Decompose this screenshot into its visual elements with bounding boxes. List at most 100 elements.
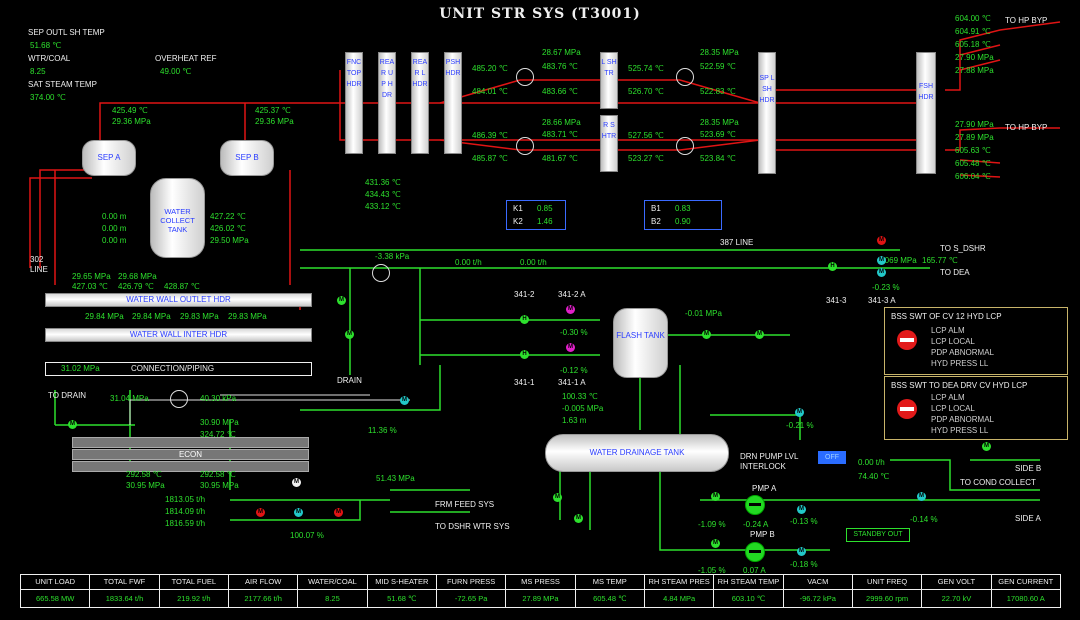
feed-press-1: 30.95 MPa: [126, 481, 165, 490]
to-hp-byp-2: TO HP BYP: [1005, 123, 1048, 132]
valve-341-1a-icon[interactable]: M: [566, 343, 575, 352]
valve-341-2a-label: 341-2 A: [558, 290, 586, 299]
pmp-a-in-valve-icon[interactable]: M: [711, 492, 720, 501]
feed-valve-1-icon[interactable]: M: [256, 508, 265, 517]
r-shtr[interactable]: R SHTR: [600, 115, 618, 172]
valve-dea-icon[interactable]: M: [877, 256, 886, 265]
pmp-b-val-2: 0.07 A: [743, 566, 766, 575]
standby-out-button[interactable]: STANDBY OUT: [846, 528, 910, 542]
valve-341-3a-icon[interactable]: M: [877, 268, 886, 277]
fnc-top-hdr[interactable]: FNC TOP HDR: [345, 52, 363, 154]
tank-press: 29.50 MPa: [210, 236, 249, 245]
sep-a-temp: 425.49 ℃: [112, 106, 148, 115]
attemperator-4-icon[interactable]: [676, 137, 694, 155]
side-b-valve-icon[interactable]: M: [982, 442, 991, 451]
flash-tank[interactable]: FLASH TANK: [613, 308, 668, 378]
attemperator-1-icon[interactable]: [516, 68, 534, 86]
pump-b-icon[interactable]: [745, 542, 765, 562]
separator-a[interactable]: SEP A: [82, 140, 136, 176]
valve-341-2-icon[interactable]: H: [520, 315, 529, 324]
feed-pct: 100.07 %: [290, 531, 324, 540]
sep-b-temp: 425.37 ℃: [255, 106, 291, 115]
pmp-a-val-4: -0.14 %: [910, 515, 938, 524]
feed-temp-2: 292.58 ℃: [200, 470, 236, 479]
flash-valve-1-icon[interactable]: M: [702, 330, 711, 339]
water-wall-inter-hdr[interactable]: WATER WALL INTER HDR: [45, 328, 312, 342]
side-a-valve-icon[interactable]: M: [917, 492, 926, 501]
sep-b-press: 29.36 MPa: [255, 117, 294, 126]
feed-valve-2-icon[interactable]: M: [294, 508, 303, 517]
pmp-b-out-valve-icon[interactable]: M: [797, 547, 806, 556]
rear-l-hdr[interactable]: REAR L HDR: [411, 52, 429, 154]
feed-check-valve-icon[interactable]: M: [292, 478, 301, 487]
water-wall-outlet-hdr[interactable]: WATER WALL OUTLET HDR: [45, 293, 312, 307]
sp-lsh-hdr[interactable]: SP LSH HDR: [758, 52, 776, 174]
flowmeter-icon: [372, 264, 390, 282]
dea-pct: -0.23 %: [872, 283, 900, 292]
level-2: 0.00 m: [102, 224, 127, 233]
drain-valve-icon[interactable]: M: [68, 420, 77, 429]
water-collect-tank[interactable]: WATER COLLECT TANK: [150, 178, 205, 258]
upper-mid-press: 28.67 MPa: [542, 48, 581, 57]
drain-label: DRAIN: [337, 376, 362, 385]
lower-mid-press: 28.66 MPa: [542, 118, 581, 127]
ww-valve-1-icon[interactable]: M: [337, 296, 346, 305]
valve-341-1-icon[interactable]: H: [520, 350, 529, 359]
overheat-value: 49.00 ℃: [160, 67, 192, 76]
l-shtr[interactable]: L SHTR: [600, 52, 618, 109]
alarm-dea-icon[interactable]: [897, 399, 917, 419]
water-drainage-tank[interactable]: WATER DRAINAGE TANK: [545, 434, 729, 472]
valve-341-2a-icon[interactable]: M: [566, 305, 575, 314]
sp-upper-press: 28.35 MPa: [700, 48, 739, 57]
ww-valve-2-icon[interactable]: M: [345, 330, 354, 339]
flash-valve-2-icon[interactable]: M: [755, 330, 764, 339]
attemperator-2-icon[interactable]: [516, 137, 534, 155]
flash-out-valve-icon[interactable]: M: [795, 408, 804, 417]
valve-341-1a-label: 341-1 A: [558, 378, 586, 387]
econ-valve-icon[interactable]: M: [400, 396, 409, 405]
ww-press-2: 29.68 MPa: [118, 272, 157, 281]
sp-lower-press: 28.35 MPa: [700, 118, 739, 127]
psh-left-4: 485.87 ℃: [472, 154, 508, 163]
outlet-lower-2: 27.89 MPa: [955, 133, 994, 142]
rear-up-hdr[interactable]: REAR UP HDR: [378, 52, 396, 154]
valve-341-3-icon[interactable]: H: [828, 262, 837, 271]
flash-press2: -0.005 MPa: [562, 404, 604, 413]
hdr-below-3: 433.12 ℃: [365, 202, 401, 211]
flow-1: 0.00 t/h: [455, 258, 482, 267]
hdr-below-1: 431.36 ℃: [365, 178, 401, 187]
fsh-hdr[interactable]: FSH HDR: [916, 52, 936, 174]
pmp-a-val-1: -1.09 %: [698, 520, 726, 529]
drain-valve-a-icon[interactable]: M: [553, 493, 562, 502]
connection-piping[interactable]: 31.02 MPa CONNECTION/PIPING: [45, 362, 312, 376]
pump-a-icon[interactable]: [745, 495, 765, 515]
separator-b[interactable]: SEP B: [220, 140, 274, 176]
pmp-b-in-valve-icon[interactable]: M: [711, 539, 720, 548]
attemperator-3-icon[interactable]: [676, 68, 694, 86]
feed-mid-press: 51.43 MPa: [376, 474, 415, 483]
econ-out-temp: 324.72 ℃: [200, 430, 236, 439]
sp-upper-temp2: 522.83 ℃: [700, 87, 736, 96]
pmp-a-out-valve-icon[interactable]: M: [797, 505, 806, 514]
alarm-cv12-icon[interactable]: [897, 330, 917, 350]
feed-valve-3-icon[interactable]: M: [334, 508, 343, 517]
econ-label[interactable]: ECON: [72, 449, 309, 460]
valve-341-2-label: 341-2: [514, 290, 535, 299]
upper-mid-temp1: 483.76 ℃: [542, 62, 578, 71]
pmp-b-val-1: -1.05 %: [698, 566, 726, 575]
psh-hdr[interactable]: PSH HDR: [444, 52, 462, 154]
drain-temp: 74.40 ℃: [858, 472, 890, 481]
ww-outlet-press-2: 29.84 MPa: [132, 312, 171, 321]
interlock-off-button[interactable]: OFF: [818, 451, 846, 464]
valve-s-dshr-icon[interactable]: M: [877, 236, 886, 245]
dea-temp: 165.77 ℃: [922, 256, 958, 265]
ww-outlet-press-4: 29.83 MPa: [228, 312, 267, 321]
wtr-coal-label: WTR/COAL: [28, 54, 71, 63]
drain-valve-b-icon[interactable]: M: [574, 514, 583, 523]
